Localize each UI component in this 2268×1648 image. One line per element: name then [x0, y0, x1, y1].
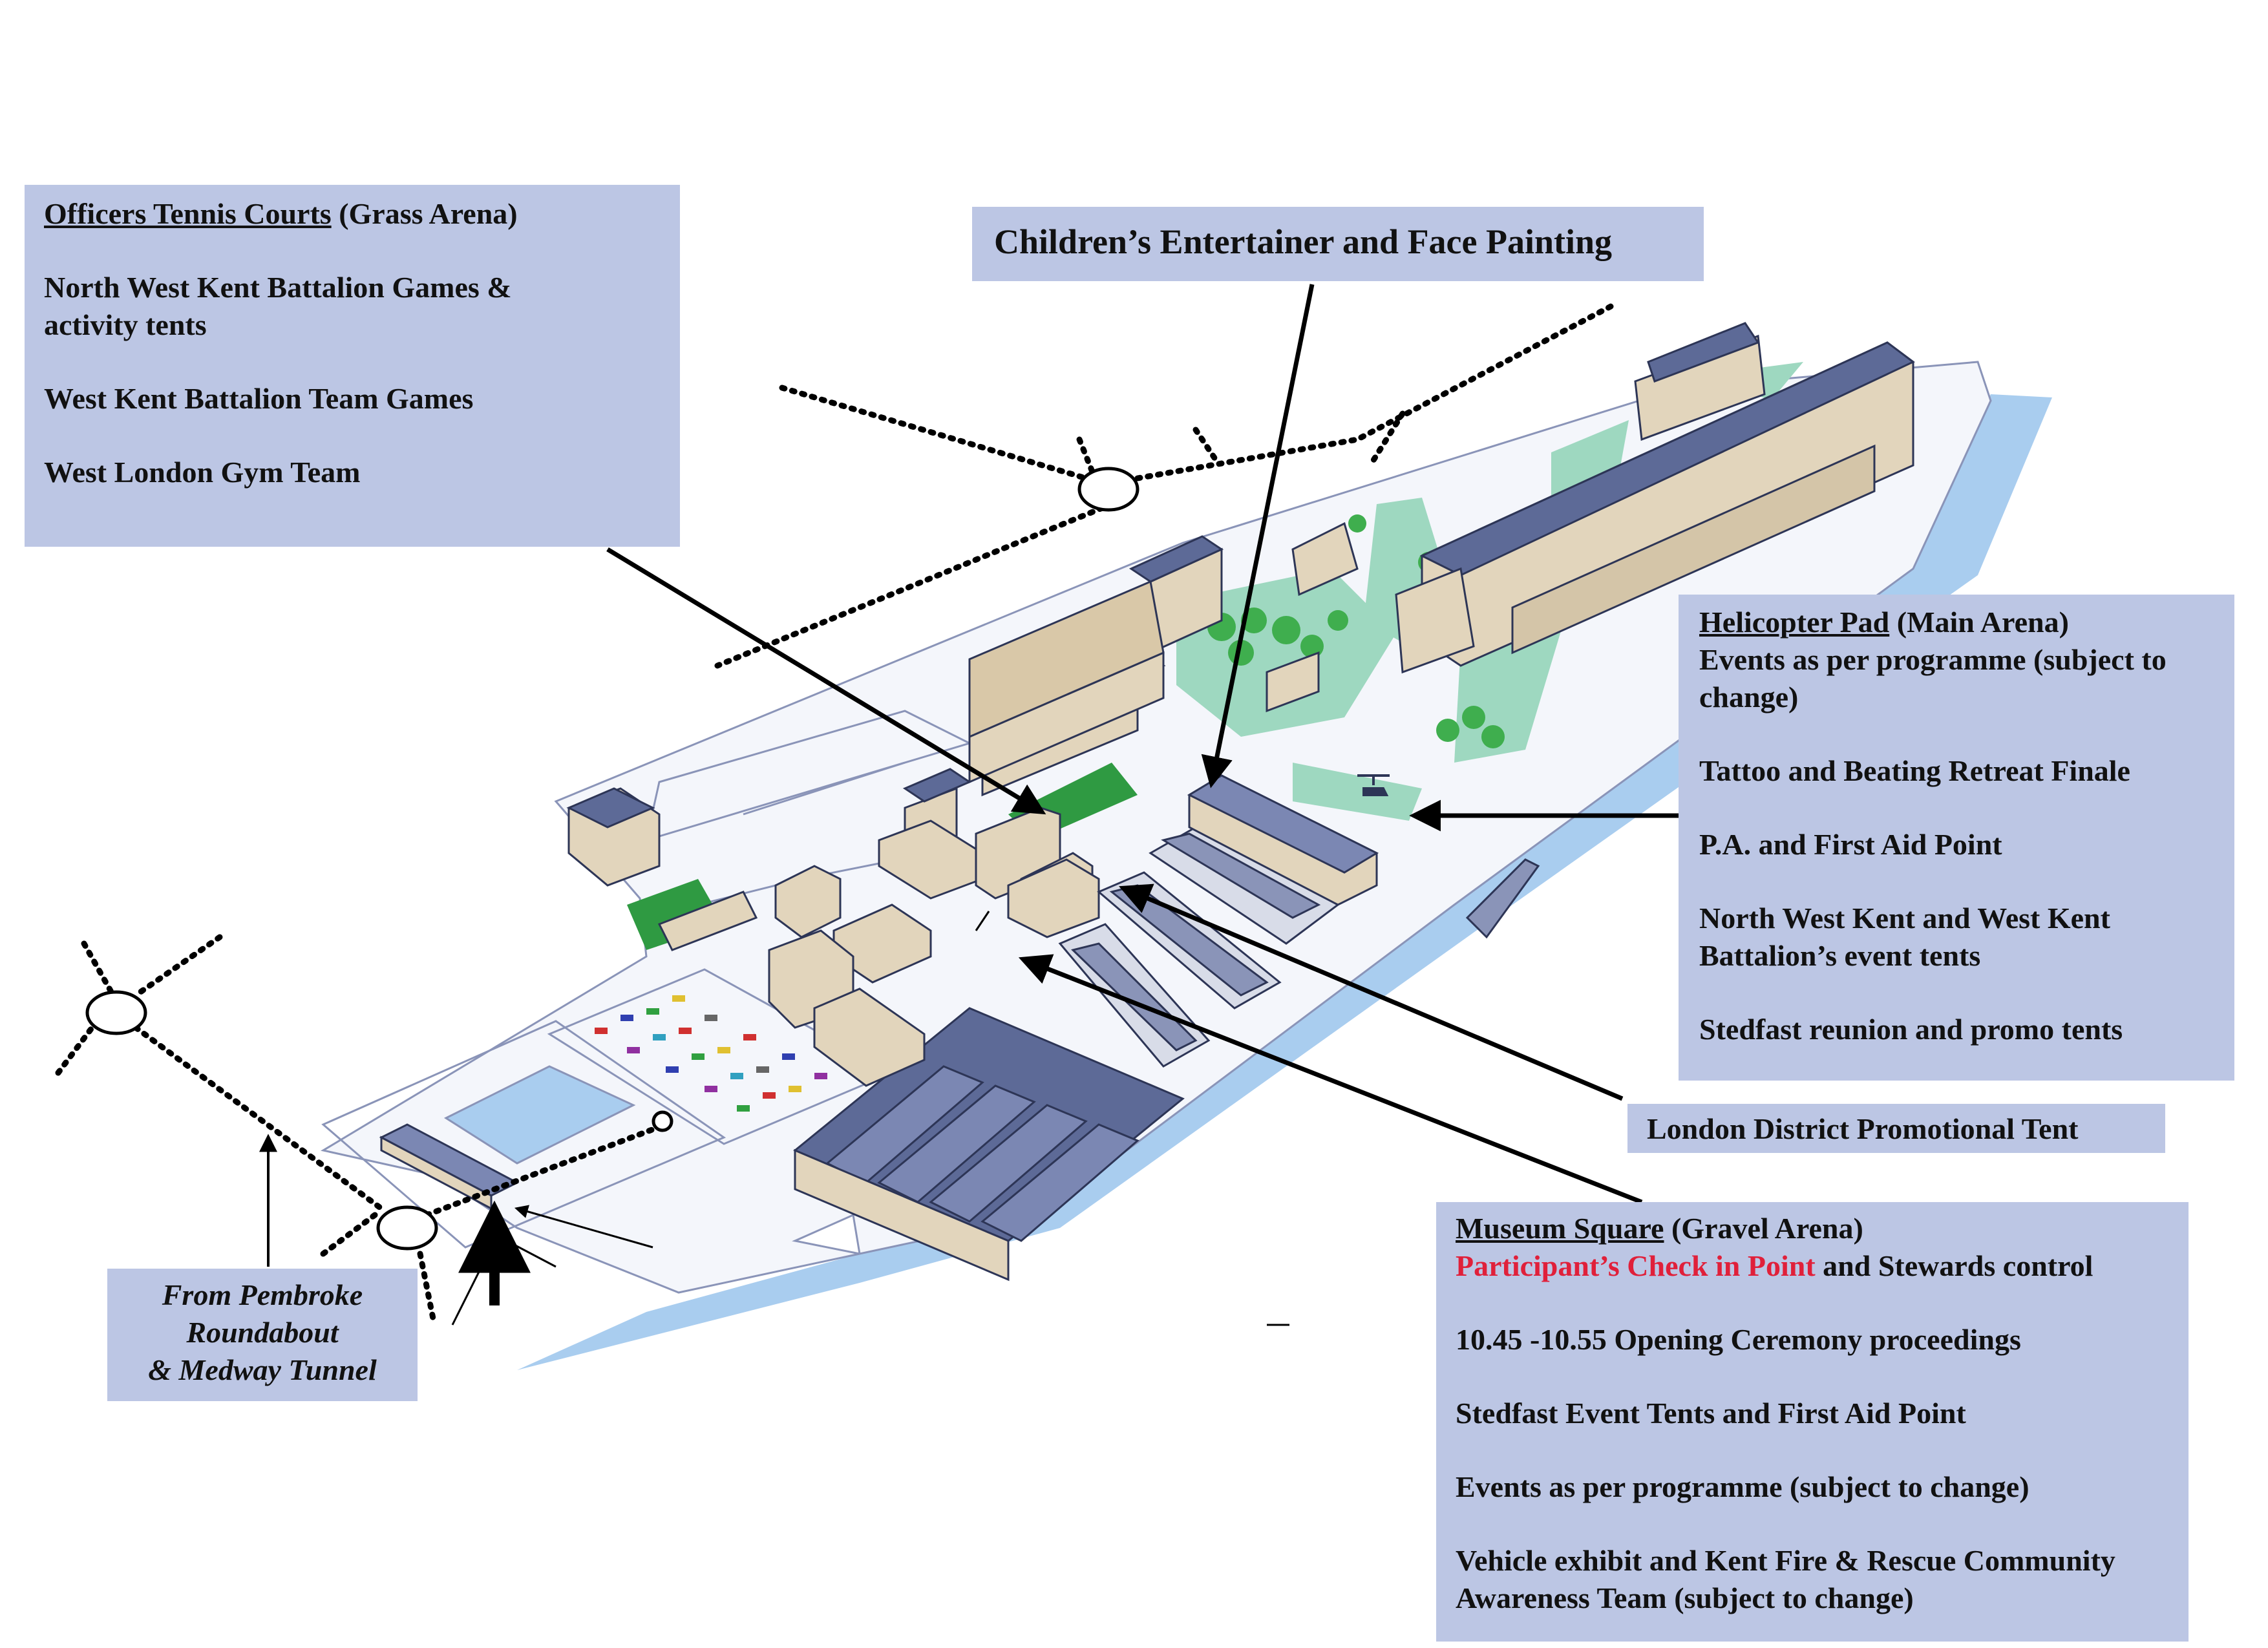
london-district-label: London District Promotional Tent	[1647, 1112, 2079, 1145]
arrow-icon	[606, 284, 1680, 1205]
barracks	[1395, 322, 1915, 674]
checkin-rest: and Stewards control	[1815, 1249, 2093, 1282]
helicopter-item: Stedfast reunion and promo tents	[1699, 1013, 2123, 1046]
museum-checkin-line: Participant’s Check in Point and Steward…	[1456, 1247, 2169, 1285]
dotted-road	[55, 301, 1619, 1322]
helicopter-icon	[1357, 774, 1390, 796]
grass-area	[1293, 763, 1422, 821]
helicopter-first-line: Events as per programme (subject to chan…	[1699, 643, 2167, 713]
helicopter-heading-line: Helicopter Pad (Main Arena)	[1699, 604, 2214, 641]
helicopter-item: North West Kent and West Kent Battalion’…	[1699, 902, 2110, 972]
roundabout-icon	[652, 1110, 673, 1132]
museum-item: Vehicle exhibit and Kent Fire & Rescue C…	[1456, 1544, 2115, 1614]
pembroke-line: & Medway Tunnel	[148, 1353, 377, 1386]
helicopter-item: Tattoo and Beating Retreat Finale	[1699, 754, 2130, 787]
roundabout-icon	[376, 1205, 438, 1251]
access-lines	[451, 911, 1289, 1326]
officers-heading-line: Officers Tennis Courts (Grass Arena)	[44, 195, 661, 233]
london-district-box: London District Promotional Tent	[1627, 1104, 2165, 1153]
officers-item: West Kent Battalion Team Games	[44, 382, 474, 415]
pembroke-box: From Pembroke Roundabout & Medway Tunnel	[107, 1269, 418, 1401]
pembroke-line: Roundabout	[186, 1316, 339, 1349]
car-icon	[595, 995, 827, 1112]
officers-heading-suffix: (Grass Arena)	[331, 197, 518, 230]
arrow-icon	[514, 1205, 653, 1249]
ship-icon	[1465, 858, 1540, 939]
covered-slips	[793, 1007, 1185, 1282]
pembroke-line: From Pembroke	[162, 1278, 363, 1311]
checkin-point-label: Participant’s Check in Point	[1456, 1249, 1816, 1282]
museum-square-box: Museum Square (Gravel Arena) Participant…	[1436, 1202, 2189, 1642]
officers-tennis-courts-box: Officers Tennis Courts (Grass Arena) Nor…	[25, 185, 680, 547]
museum-heading-line: Museum Square (Gravel Arena)	[1456, 1210, 2169, 1247]
helicopter-heading: Helicopter Pad	[1699, 606, 1890, 639]
helicopter-heading-suffix: (Main Arena)	[1889, 606, 2069, 639]
officers-item: North West Kent Battalion Games & activi…	[44, 271, 512, 341]
roundabout-icon	[1077, 467, 1139, 512]
museum-heading-suffix: (Gravel Arena)	[1664, 1212, 1863, 1245]
officers-heading: Officers Tennis Courts	[44, 197, 332, 230]
lower-compound-outline	[321, 1020, 726, 1249]
museum-item: Stedfast Event Tents and First Aid Point	[1456, 1397, 1966, 1430]
helicopter-pad-box: Helicopter Pad (Main Arena) Events as pe…	[1679, 595, 2234, 1081]
road	[743, 761, 906, 816]
childrens-entertainer-box: Children’s Entertainer and Face Painting	[972, 207, 1704, 281]
museum-heading: Museum Square	[1456, 1212, 1664, 1245]
helicopter-item: P.A. and First Aid Point	[1699, 828, 2002, 861]
officers-item: West London Gym Team	[44, 456, 361, 489]
water-basin	[443, 1065, 636, 1165]
roundabout-icon	[85, 990, 147, 1035]
museum-item: Events as per programme (subject to chan…	[1456, 1470, 2030, 1503]
childrens-entertainer-label: Children’s Entertainer and Face Painting	[994, 222, 1613, 261]
museum-item: 10.45 -10.55 Opening Ceremony proceeding…	[1456, 1323, 2021, 1356]
